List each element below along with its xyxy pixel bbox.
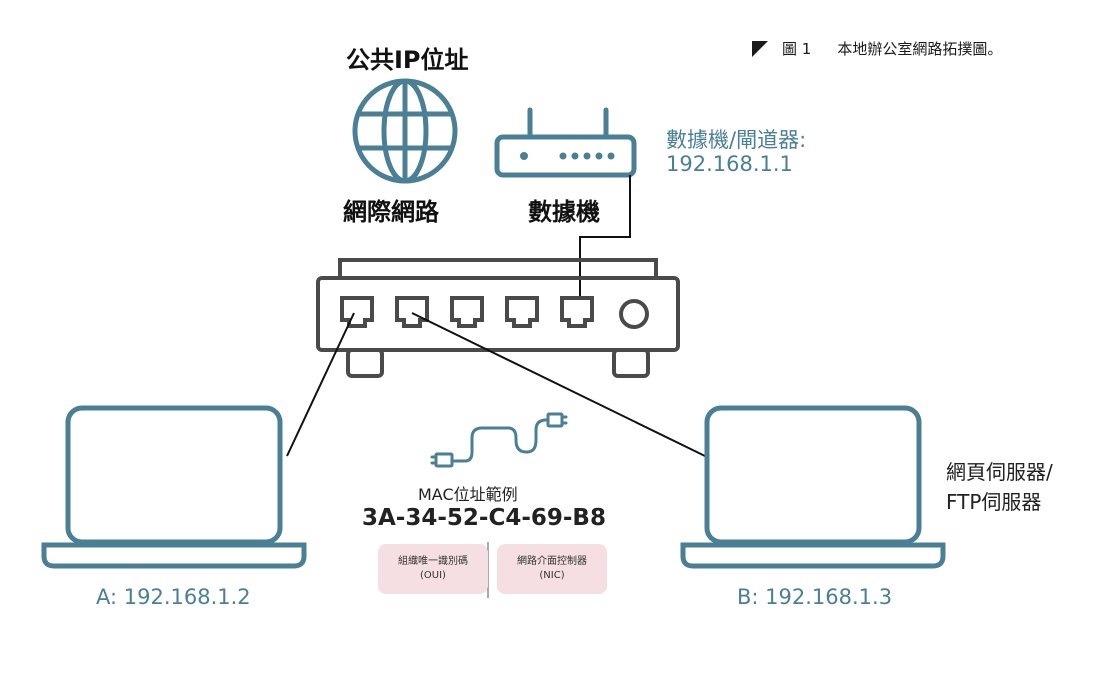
- modem-gateway-label: 數據機/閘道器:: [666, 128, 807, 152]
- modem-label: 數據機: [528, 198, 600, 226]
- modem-icon: [494, 107, 637, 178]
- laptop-a-ip-label: A: 192.168.1.2: [96, 585, 251, 609]
- globe-icon: [352, 78, 458, 184]
- oui-badge: 組織唯一識別碼 (OUI): [378, 544, 488, 594]
- modem-switch-cable: [579, 175, 631, 300]
- switch-power-button: [619, 299, 649, 329]
- switch-port: [340, 296, 374, 328]
- mac-address-value: 3A-34-52-C4-69-B8: [362, 505, 606, 531]
- public-ip-label: 公共IP位址: [346, 46, 469, 74]
- laptop-b-icon: [680, 405, 946, 569]
- server-label-line1: 網頁伺服器/: [946, 460, 1053, 484]
- caption-triangle-icon: [752, 40, 768, 57]
- ethernet-cable-icon: [430, 412, 568, 468]
- figure-caption-text: 本地辦公室網路拓撲圖。: [837, 40, 1003, 58]
- oui-label: 組織唯一識別碼: [398, 556, 468, 567]
- nic-abbr: (NIC): [539, 570, 565, 581]
- server-label-line2: FTP伺服器: [946, 490, 1042, 514]
- mac-example-title: MAC位址範例: [418, 485, 518, 504]
- oui-abbr: (OUI): [420, 570, 446, 581]
- nic-badge: 網路介面控制器 (NIC): [497, 544, 607, 594]
- switch-port: [395, 296, 429, 328]
- nic-label: 網路介面控制器: [517, 556, 587, 567]
- network-switch: [316, 258, 680, 378]
- modem-gateway-ip: 192.168.1.1: [666, 152, 793, 176]
- laptop-a-icon: [41, 405, 307, 569]
- cable-to-laptop-a: [286, 312, 355, 457]
- figure-caption: 圖 1 本地辦公室網路拓撲圖。: [752, 38, 1002, 59]
- switch-port: [450, 296, 484, 328]
- laptop-b-ip-label: B: 192.168.1.3: [737, 585, 893, 609]
- cable-to-laptop-b: [411, 312, 706, 457]
- switch-port: [505, 296, 539, 328]
- figure-number: 圖 1: [782, 40, 812, 58]
- switch-port: [560, 296, 594, 328]
- internet-label: 網際網路: [343, 198, 439, 226]
